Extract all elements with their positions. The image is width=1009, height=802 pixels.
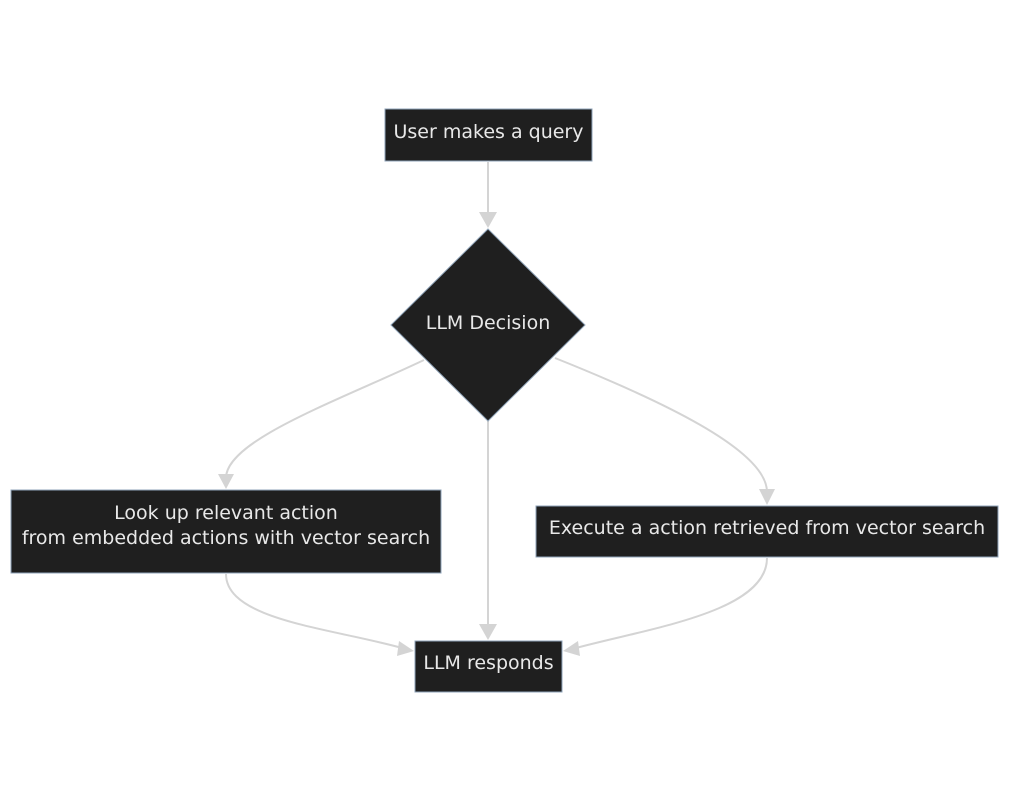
arrowhead-execute-to-respond xyxy=(563,641,580,656)
node-lookup-action-line1: Look up relevant action xyxy=(114,502,338,524)
node-execute-action: Execute a action retrieved from vector s… xyxy=(535,505,999,558)
node-lookup-action-box xyxy=(10,489,442,574)
node-lookup-action: Look up relevant action from embedded ac… xyxy=(10,489,442,574)
node-llm-responds-label: LLM responds xyxy=(423,652,553,674)
node-execute-action-label: Execute a action retrieved from vector s… xyxy=(549,517,985,539)
node-llm-decision: LLM Decision xyxy=(390,228,586,422)
edge-decision-to-execute xyxy=(554,357,768,493)
arrowhead-decision-to-execute xyxy=(759,489,775,505)
node-user-query: User makes a query xyxy=(384,108,593,162)
edge-execute-to-respond xyxy=(575,557,768,649)
node-lookup-action-line2: from embedded actions with vector search xyxy=(22,527,430,549)
edges xyxy=(218,162,775,656)
arrowhead-query-to-decision xyxy=(479,212,497,228)
arrowhead-lookup-to-respond xyxy=(397,641,414,656)
node-llm-responds: LLM responds xyxy=(414,640,563,693)
edge-decision-to-lookup xyxy=(225,359,425,479)
edge-lookup-to-respond xyxy=(225,573,403,649)
node-llm-decision-label: LLM Decision xyxy=(426,312,551,334)
node-user-query-label: User makes a query xyxy=(394,121,584,143)
node-execute-action-box xyxy=(535,505,999,558)
arrowhead-decision-to-lookup xyxy=(218,474,234,489)
node-llm-decision-diamond xyxy=(390,228,586,422)
node-llm-responds-box xyxy=(414,640,563,693)
arrowhead-decision-to-respond xyxy=(479,624,497,640)
node-user-query-box xyxy=(384,108,593,162)
